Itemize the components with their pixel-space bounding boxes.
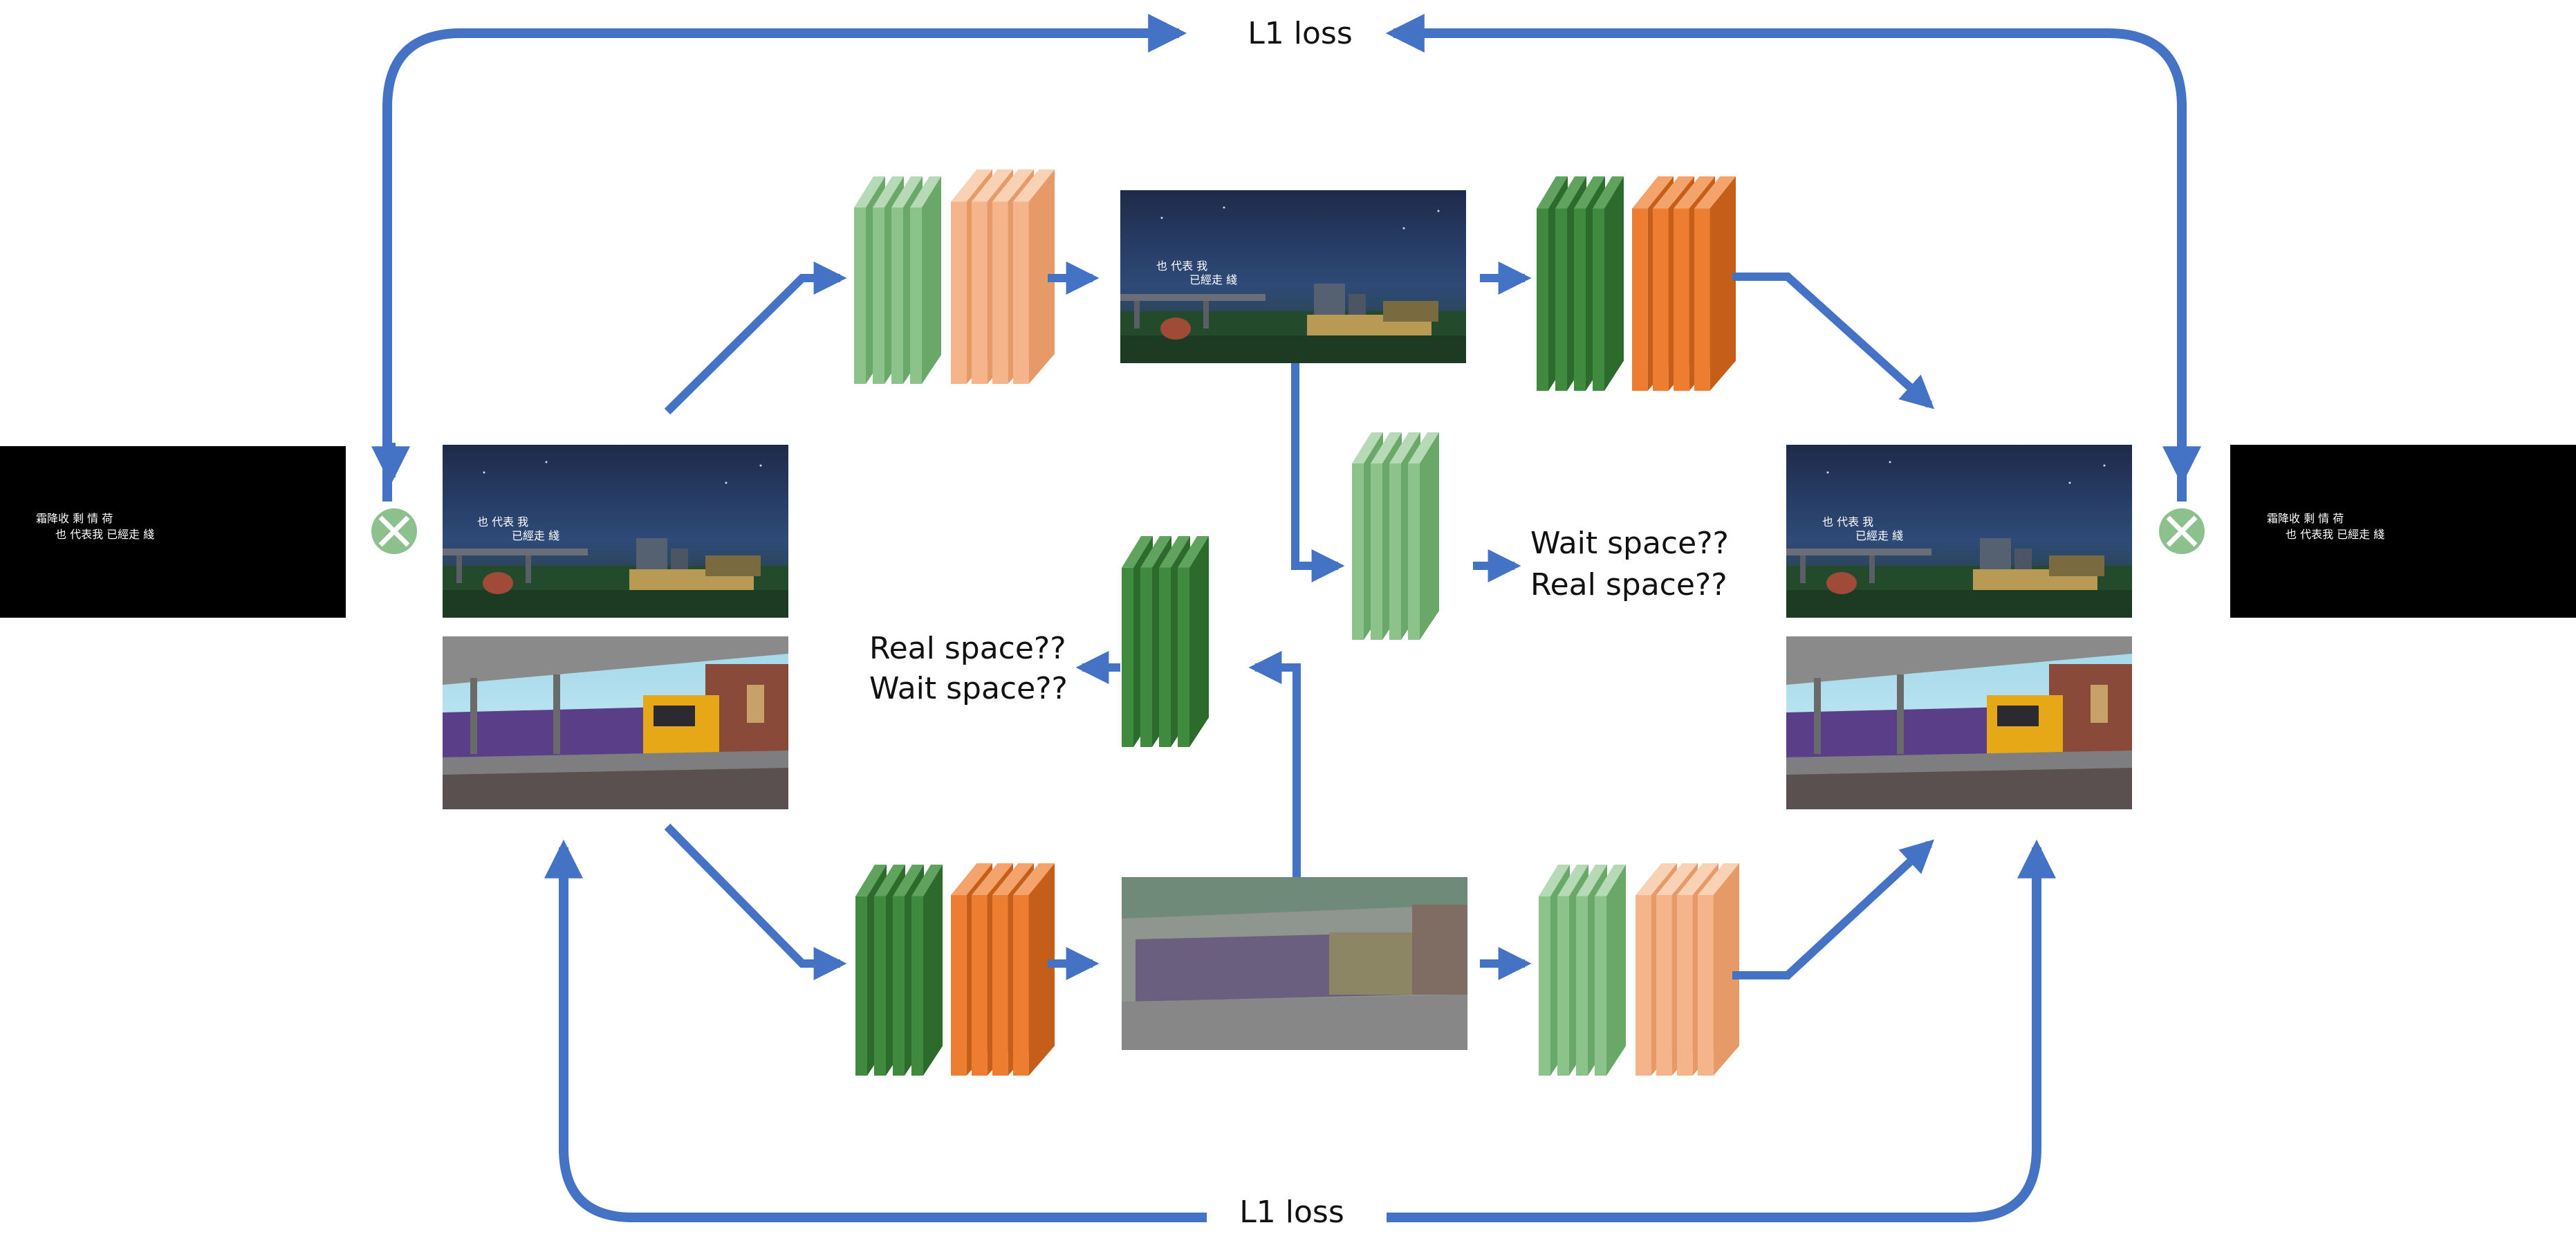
output-scene-image: 也 代表 我 已經走 綫: [1786, 445, 2132, 618]
bottom-l1-loss-loop: L1 loss: [544, 839, 2056, 1230]
output-scene-text-line2: 已經走 綫: [1855, 529, 1903, 542]
bottom-loss-label: L1 loss: [1239, 1195, 1344, 1230]
output-train-image: [1786, 636, 2132, 809]
output-scene-text-line1: 也 代表 我: [1822, 515, 1873, 528]
bottom-loss-arrow-left: [544, 839, 1207, 1222]
left-text-mask: 霜降收 剩 情 荷 也 代表我 已經走 綫: [0, 446, 346, 618]
left-discriminator-block: [1122, 536, 1209, 747]
arrow-top-right-gen-to-output: [1732, 273, 1935, 409]
right-mask-line1: 霜降收 剩 情 荷: [2267, 512, 2344, 525]
right-text-mask: 霜降收 剩 情 荷 也 代表我 已經走 綫: [2230, 445, 2576, 618]
arrow-input-to-top-generator: [664, 261, 847, 415]
top-loss-arrow-right: [1385, 14, 2187, 501]
input-scene-image: 也 代表 我 已經走 綫: [443, 445, 788, 618]
bottom-right-generator-block-light: [1539, 863, 1739, 1076]
generated-scene-text-line1: 也 代表 我: [1156, 259, 1207, 273]
top-loss-arrow-left: [382, 14, 1187, 501]
bottom-generator-block-dark: [855, 863, 1055, 1076]
right-disc-label-line1: Wait space??: [1530, 526, 1729, 561]
left-disc-label-line2: Wait space??: [869, 671, 1068, 706]
input-scene-text-line2: 已經走 綫: [512, 529, 559, 542]
generated-scene-image: 也 代表 我 已經走 綫: [1120, 190, 1466, 363]
left-multiply-op: [371, 508, 417, 554]
arrow-scene-to-right-discriminator: [1291, 363, 1345, 582]
left-disc-label-line1: Real space??: [869, 631, 1066, 666]
right-multiply-op: [2159, 508, 2205, 554]
arrow-input-to-bottom-generator: [664, 823, 847, 980]
generated-gray-train-image: [1122, 877, 1467, 1050]
input-train-image: [443, 636, 788, 809]
right-disc-label-line2: Real space??: [1530, 567, 1727, 602]
bottom-loss-arrow-right: [1387, 839, 2056, 1222]
top-generator-block-light: [854, 169, 1055, 384]
right-discriminator-block: [1352, 432, 1439, 640]
arrow-bottom-right-gen-to-output: [1732, 839, 1935, 979]
generated-scene-text-line2: 已經走 綫: [1189, 273, 1237, 286]
input-scene-text-line1: 也 代表 我: [477, 515, 528, 528]
top-right-generator-block-dark: [1537, 176, 1736, 391]
top-l1-loss-loop: L1 loss: [371, 14, 2201, 501]
top-loss-label: L1 loss: [1248, 16, 1353, 51]
arrow-gray-to-left-discriminator: [1248, 651, 1301, 877]
right-mask-line2: 也 代表我 已經走 綫: [2286, 528, 2384, 541]
left-mask-line2: 也 代表我 已經走 綫: [55, 528, 154, 541]
left-mask-line1: 霜降收 剩 情 荷: [36, 512, 113, 525]
